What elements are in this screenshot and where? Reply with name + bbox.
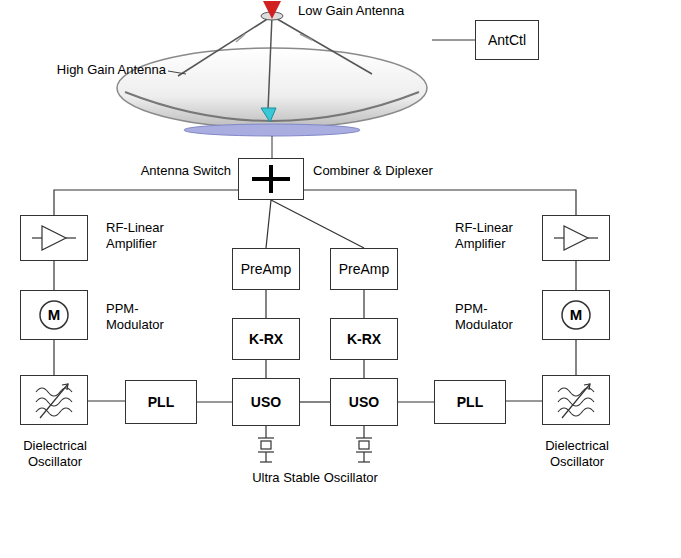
- leader-line: [168, 71, 186, 74]
- signal-wire: [265, 360, 266, 378]
- box-label: USO: [349, 394, 379, 411]
- signal-wire: [266, 200, 271, 248]
- box-caption: PPM- Modulator: [106, 301, 186, 332]
- signal-wire: [304, 190, 576, 215]
- dish-rim: [125, 92, 419, 121]
- signal-wire: [575, 340, 576, 375]
- signal-wire: [363, 290, 364, 318]
- amplifier-box: RF-Linear Amplifier: [542, 215, 610, 261]
- box-label: M: [570, 306, 583, 324]
- signal-wire: [197, 401, 232, 402]
- oscillator-box: Dielectrical Oscillator: [20, 375, 88, 425]
- amplifier-box: RF-Linear Amplifier: [20, 215, 88, 261]
- box-caption: RF-Linear Amplifier: [106, 220, 186, 251]
- box-label: PreAmp: [241, 261, 292, 278]
- annotation-label: High Gain Antenna: [40, 62, 166, 78]
- box-label: M: [48, 306, 61, 324]
- preamp-box: PreAmp: [232, 248, 300, 290]
- annotation-label: Ultra Stable Oscillator: [235, 470, 395, 486]
- box-caption: Dielectrical Oscillator: [10, 438, 100, 469]
- uso-box: USO: [232, 378, 300, 426]
- box-label: K-RX: [347, 331, 381, 348]
- dish: [117, 48, 427, 128]
- dish-base: [184, 124, 360, 136]
- box-label: AntCtl: [488, 32, 526, 49]
- box-caption: PPM- Modulator: [455, 301, 535, 332]
- switch-box: Antenna SwitchCombiner & Diplexer: [238, 158, 304, 200]
- preamp-box: PreAmp: [330, 248, 398, 290]
- uso-box: USO: [330, 378, 398, 426]
- low-gain-disk: [261, 12, 283, 20]
- signal-wire: [54, 190, 238, 215]
- receiver-box: K-RX: [232, 318, 300, 360]
- signal-wire: [506, 400, 542, 401]
- signal-wire: [363, 360, 364, 378]
- signal-wire: [88, 400, 125, 401]
- feed-horn: [261, 108, 276, 122]
- pll-box: PLL: [125, 380, 197, 424]
- red-arrow: [271, 2, 274, 10]
- crystal-symbol: [258, 426, 372, 462]
- box-label: USO: [251, 394, 281, 411]
- modulator-box: MPPM- Modulator: [542, 290, 610, 340]
- box-caption: Dielectrical Oscillator: [532, 438, 622, 469]
- pll-box: PLL: [434, 380, 506, 424]
- signal-wire: [265, 290, 266, 318]
- signal-wire: [300, 401, 330, 402]
- receiver-box: K-RX: [330, 318, 398, 360]
- annotation-label: Low Gain Antenna: [298, 3, 438, 19]
- box-caption: Combiner & Diplexer: [313, 163, 473, 179]
- signal-wire: [575, 261, 576, 290]
- box-label: PLL: [148, 394, 174, 411]
- box-caption: Antenna Switch: [101, 163, 231, 179]
- signal-wire: [53, 261, 54, 290]
- box-label: K-RX: [249, 331, 283, 348]
- feed-wire: [272, 136, 273, 158]
- oscillator-symbol: [36, 384, 594, 418]
- signal-wire: [271, 200, 364, 248]
- switch-symbol: [252, 165, 290, 193]
- antctl-wire: [432, 40, 475, 41]
- box-caption: RF-Linear Amplifier: [455, 220, 535, 251]
- signal-wire: [398, 401, 434, 402]
- modulator-box: MPPM- Modulator: [20, 290, 88, 340]
- box-label: PreAmp: [339, 261, 390, 278]
- oscillator-box: Dielectrical Oscillator: [542, 375, 610, 425]
- control-box: AntCtl: [475, 20, 539, 60]
- struts: [178, 16, 372, 110]
- signal-wire: [53, 340, 54, 375]
- box-label: PLL: [457, 394, 483, 411]
